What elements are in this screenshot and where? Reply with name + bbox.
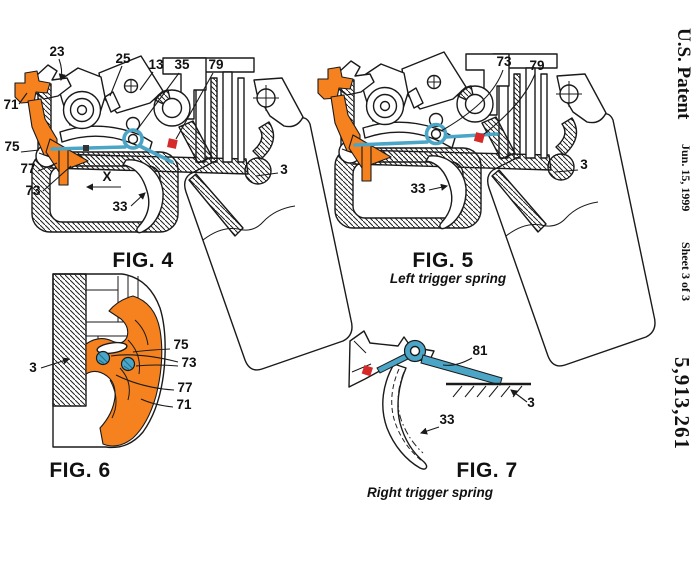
fig7-right-trigger-spring [376,339,503,386]
fig7-ref-81: 81 [472,343,488,358]
fig5-ref-33: 33 [410,181,426,196]
patent-title: U.S. Patent [673,28,694,120]
fig6-ref-3: 3 [29,360,37,375]
fig7-ground [446,382,531,398]
fig4-ref-13: 13 [148,57,164,72]
fig6-drawing: 3 75 73 77 71 FIG. 6 [29,273,197,482]
fig5-trigger-spring-wire [353,122,499,147]
fig4-ref-35: 35 [174,57,190,72]
fig7-trigger-outline [382,363,428,470]
fig5-spring-end-marker [473,132,485,144]
patent-number: 5,913,261 [670,357,694,450]
fig6-ref-77: 77 [177,380,192,395]
fig7-caption: FIG. 7 [456,459,517,482]
fig4-ref-x: X [102,169,111,184]
fig6-caption: FIG. 6 [49,459,110,482]
fig4-ref-75: 75 [4,139,20,154]
fig4-ref-33: 33 [112,199,128,214]
fig6-ref-73: 73 [181,355,197,370]
fig6-ref-71: 71 [176,397,192,412]
fig5-ref-73: 73 [496,54,512,69]
fig7-subtitle: Right trigger spring [367,485,494,500]
fig5-caption: FIG. 5 [412,249,473,272]
fig7-ref-3: 3 [527,395,535,410]
fig7-drawing: 81 33 3 FIG. 7 Right trigger spring [348,330,535,500]
fig4-spring-end-marker [167,138,178,149]
fig6-spring-cross-sections [95,350,136,372]
fig4-ref-25: 25 [115,51,131,66]
fig6-ref-75: 75 [173,337,189,352]
patent-date: Jun. 15, 1999 [679,144,693,212]
fig4-ref-71: 71 [3,97,19,112]
fig5-drawing: 73 79 33 3 FIG. 5 Left trigger spring [317,51,656,367]
fig4-ref-73: 73 [25,183,41,198]
fig4-ref-3: 3 [280,162,288,177]
fig4-trigger-spring-wire [50,128,174,164]
fig4-drawing: 23 25 13 35 79 71 75 77 73 X 33 3 FIG. 4 [3,44,353,371]
fig7-spring-end-marker [361,364,373,377]
fig5-ref-3: 3 [580,157,588,172]
fig4-caption: FIG. 4 [112,249,173,272]
fig4-ref-79: 79 [208,57,223,72]
fig6-frame-wall [52,273,87,407]
patent-sheet-number: Sheet 3 of 3 [679,242,693,301]
fig7-ref-33: 33 [439,412,455,427]
fig5-subtitle: Left trigger spring [390,271,507,286]
fig4-ref-77: 77 [20,161,35,176]
fig5-ref-79: 79 [529,58,544,73]
fig4-ref-23: 23 [49,44,65,59]
